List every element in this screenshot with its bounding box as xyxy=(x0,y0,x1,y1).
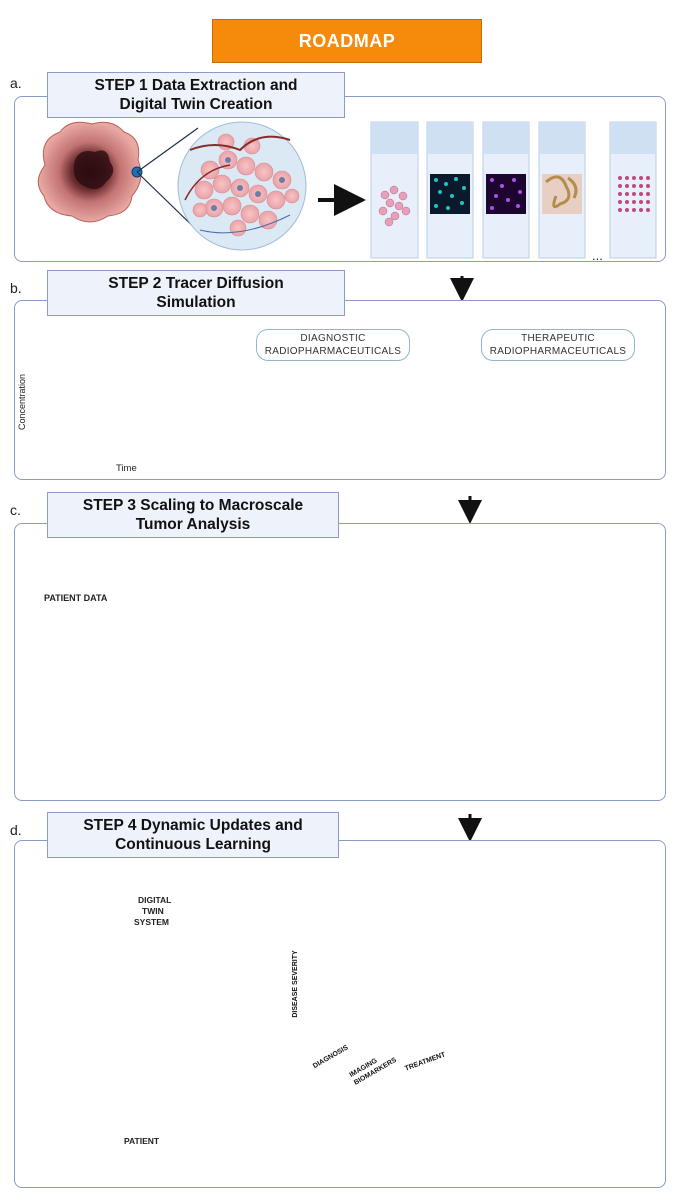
disease-severity-label: DISEASE SEVERITY xyxy=(292,950,299,1018)
step3-title-line1: STEP 3 Scaling to Macroscale xyxy=(82,497,304,514)
step2-title-line2: Simulation xyxy=(156,294,236,311)
step2-panel xyxy=(14,300,666,480)
slide-fluorescence-purple xyxy=(482,121,530,259)
step2-title-line1: STEP 2 Tracer Diffusion xyxy=(108,275,284,292)
step4-title: STEP 4 Dynamic Updates and Continuous Le… xyxy=(47,812,339,858)
digital-twin-line3: SYSTEM xyxy=(134,917,169,927)
step1-letter: a. xyxy=(10,75,22,91)
slide-histology xyxy=(538,121,586,259)
roadmap-title: ROADMAP xyxy=(212,19,482,63)
slide-fluorescence-cyan xyxy=(426,121,474,259)
step2-title: STEP 2 Tracer Diffusion Simulation xyxy=(47,270,345,316)
step4-letter: d. xyxy=(10,822,22,838)
step2-letter: b. xyxy=(10,280,22,296)
slide-cells xyxy=(370,121,419,259)
diagnostic-line1: DIAGNOSTIC xyxy=(300,333,366,344)
digital-twin-line2: TWIN xyxy=(142,906,164,916)
step1-title-line1: STEP 1 Data Extraction and xyxy=(94,77,298,94)
diagnostic-line2: RADIOPHARMACEUTICALS xyxy=(264,346,402,357)
slides-ellipsis: ... xyxy=(592,248,603,263)
step1-title-line2: Digital Twin Creation xyxy=(119,96,273,113)
step3-letter: c. xyxy=(10,502,21,518)
tumor-illustration xyxy=(37,121,206,239)
digital-twin-line1: DIGITAL xyxy=(138,895,172,905)
diagnostic-label: DIAGNOSTIC RADIOPHARMACEUTICALS xyxy=(256,329,410,361)
step4-title-line1: STEP 4 Dynamic Updates and xyxy=(83,817,303,834)
digital-twin-label: DIGITAL TWIN SYSTEM xyxy=(134,895,171,928)
step1-title: STEP 1 Data Extraction and Digital Twin … xyxy=(47,72,345,118)
step4-title-line2: Continuous Learning xyxy=(115,836,271,853)
tissue-zoom xyxy=(177,121,307,251)
patient-label: PATIENT xyxy=(124,1136,160,1146)
slide-array xyxy=(609,121,657,259)
therapeutic-label: THERAPEUTIC RADIOPHARMACEUTICALS xyxy=(481,329,635,361)
therapeutic-line1: THERAPEUTIC xyxy=(521,333,595,344)
step3-title-line2: Tumor Analysis xyxy=(135,516,251,533)
step3-title: STEP 3 Scaling to Macroscale Tumor Analy… xyxy=(47,492,339,538)
patient-data-label: PATIENT DATA xyxy=(44,593,108,603)
concentration-axis-label: Concentration xyxy=(17,373,27,431)
step3-panel xyxy=(14,523,666,801)
step4-panel xyxy=(14,840,666,1188)
time-axis-label: Time xyxy=(116,463,137,474)
therapeutic-line2: RADIOPHARMACEUTICALS xyxy=(489,346,627,357)
